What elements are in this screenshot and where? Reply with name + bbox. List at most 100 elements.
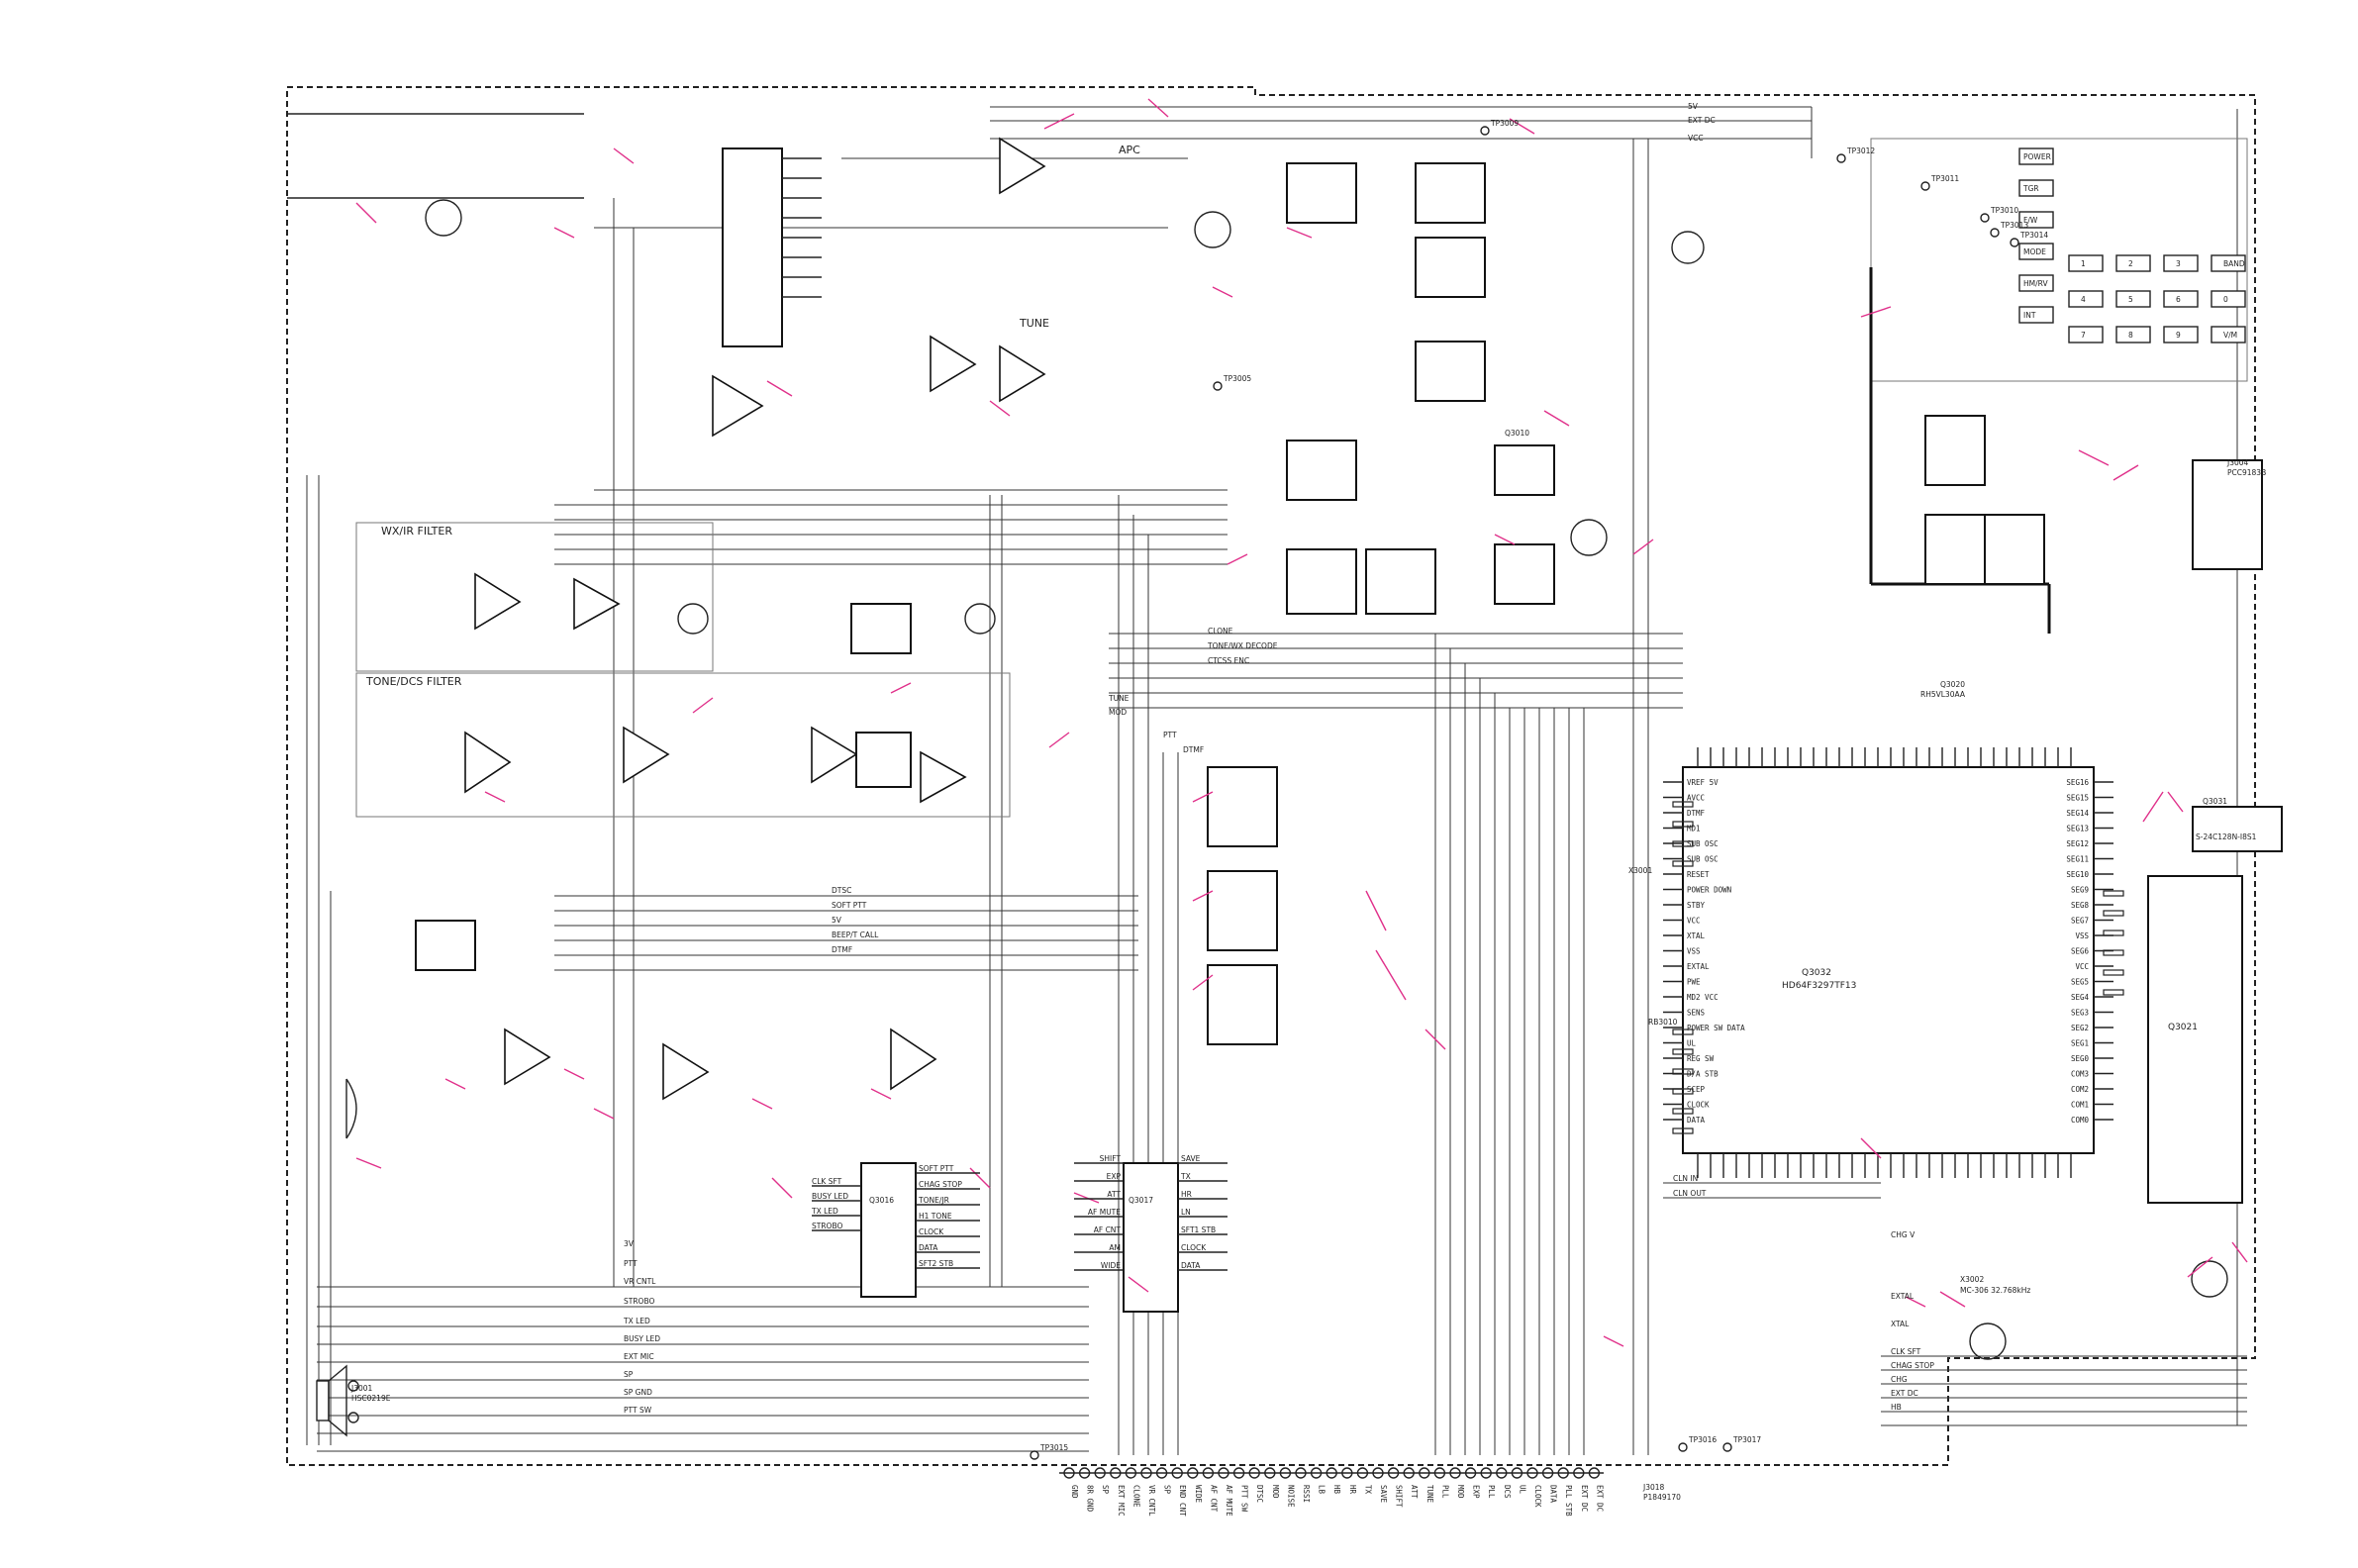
keypad-side-key-label: F/W [2023,216,2038,225]
cpu-pin-left: CLOCK [1687,1101,1710,1110]
sr1-pin-right: CHAG STOP [919,1180,962,1189]
crystal-part: MC-306 32.768kHz [1960,1286,2030,1295]
connector-pin-label: VR CNTL [1147,1485,1156,1517]
connector-pin-label: ATT [1410,1485,1419,1499]
opamp-tune [999,344,1046,403]
connector-pin [1573,1467,1585,1479]
tone-dcs-filter-title: TONE/DCS FILTER [365,675,462,688]
keypad-key-label: 0 [2223,295,2228,304]
sr1-pin-right: H1 TONE [919,1212,952,1221]
vertical-bus-lines [306,107,2238,1455]
testpoint [1920,181,1930,191]
wx-ir-filter-box [355,522,714,672]
connector-pin [1295,1467,1307,1479]
connector-pin-label: GND [1070,1485,1079,1499]
connector-pin [1588,1467,1601,1479]
connector-pin-label: MOD [1271,1485,1280,1499]
cpu-pin-left: DATA [1687,1116,1706,1125]
cpu-pin-left: VREF 5V [1687,778,1719,787]
br-bus-label: EXT DC [1891,1389,1918,1398]
left-bus-label: 3V [624,1239,635,1248]
testpoint-label: TP3016 [1688,1435,1717,1444]
keypad-key [2068,254,2104,272]
sr1-pin-right: SFT2 STB [919,1259,953,1268]
keypad-key-label: 8 [2128,331,2133,340]
connector-part: P1849170 [1643,1493,1681,1502]
testpoint [1990,228,2000,238]
testpoint-label: TP3017 [1732,1435,1761,1444]
cpu-pin-right: COM0 [2071,1116,2090,1125]
br-bus-label: CHG V [1891,1230,1916,1239]
testpoint-label: TP3005 [1223,374,1251,383]
board-outline [286,86,2256,1466]
mid-bus-label: PTT [1163,731,1177,739]
mid-bus-label: DTMF [1183,745,1204,754]
sr1-pin-right: SOFT PTT [919,1164,954,1173]
connector-pin-label: EXT DC [1595,1485,1604,1512]
mid-bus-label: TONE/WX DECODE [1207,641,1278,650]
left-bus-label: EXT MIC [624,1352,654,1361]
osc-x3001: X3001 [1628,866,1652,875]
mid-bus-label: CLONE [1208,627,1233,636]
sr1-pin-left: BUSY LED [812,1192,848,1201]
connector-pin-label: SP [1163,1485,1172,1495]
keypad-key [2163,254,2199,272]
br-bus-label: HB [1891,1403,1902,1412]
connector-pin-label: SHIFT [1395,1485,1404,1508]
speaker [316,1364,359,1437]
testpoint [1980,213,1990,223]
connector-pin-label: EXT DC [1580,1485,1589,1512]
left-bus-label: PTT [624,1259,638,1268]
connector-pin-label: AF CNT [1209,1485,1218,1513]
cpu-pin-right: SEG6 [2071,947,2090,956]
keypad-key [2211,290,2246,308]
tone-dcs-filter-box [355,672,1011,818]
cpu-pin-right: SEG14 [2066,809,2089,818]
connector-pin [1094,1467,1106,1479]
q3010-ref: Q3010 [1505,429,1529,438]
wx-ir-filter-title: WX/IR FILTER [381,525,452,538]
connector-pin [1202,1467,1215,1479]
cpu-pin-left: MD1 [1687,825,1701,833]
sr1-pin-left: STROBO [812,1222,842,1230]
connector-pin [1496,1467,1508,1479]
shift-register-q3016 [860,1162,917,1298]
testpoint [1480,126,1490,136]
cpu-pin-right: SEG9 [2071,886,2089,895]
cpu-pin-left: POWER DOWN [1687,886,1731,895]
connector-pin [1387,1467,1400,1479]
eeprom-ref: Q3031 [2203,797,2227,806]
connector-pin-label: TUNE [1425,1485,1434,1504]
jack-part: PCC9183B [2227,468,2266,477]
connector-pin-label: PLL [1440,1485,1449,1499]
sr2-pin-right: SAVE [1181,1154,1201,1163]
connector-pin [1171,1467,1183,1479]
cpu-pin-right: SEG8 [2071,901,2090,910]
connector-pin [1403,1467,1415,1479]
connector-pin-label: AF MUTE [1225,1485,1233,1517]
testpoint [2010,238,2019,247]
keypad-key-label: 5 [2128,295,2133,304]
microphone [345,1078,357,1139]
cpu-pin-right: COM2 [2071,1085,2089,1094]
connector-pin-label: NOISE [1286,1485,1295,1508]
speaker-ref: J3001 [350,1384,373,1393]
connector-pin [1310,1467,1323,1479]
br-bus-label: CHAG STOP [1891,1361,1934,1370]
shift-register-q3017 [1123,1162,1179,1313]
keypad-side-key-label: TGR [2022,184,2039,193]
connector-pin [1063,1467,1075,1479]
cpu-pin-right: COM1 [2071,1101,2089,1110]
connector-pin [1140,1467,1152,1479]
sr2-pin-left: AM [1109,1243,1121,1252]
testpoint [1030,1450,1039,1460]
rb3010-label: RB3010 [1648,1018,1678,1027]
testpoint-label: TP3010 [1990,206,2018,215]
connector-pin [1187,1467,1199,1479]
cpu-pin-left: RESET [1687,870,1710,879]
cpu-pin-right: SEG4 [2071,993,2090,1002]
jack-j3004 [2192,459,2263,570]
connector-pin [1125,1467,1137,1479]
sr2-pin-right: SFT1 STB [1181,1225,1216,1234]
connector-pin [1433,1467,1446,1479]
